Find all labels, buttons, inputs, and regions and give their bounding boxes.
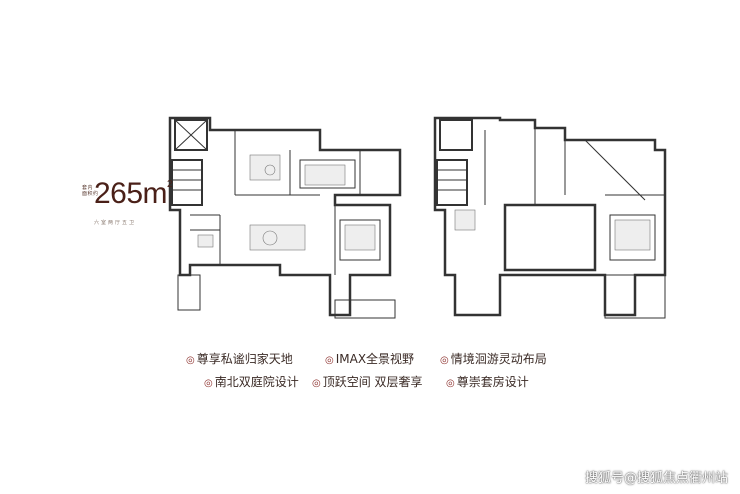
area-superscript: 2 [167,179,173,190]
ring-icon: ◎ [186,355,195,366]
ring-icon: ◎ [204,378,213,389]
feature-item: ◎尊崇套房设计 [446,373,529,390]
floor-plan-lower [168,116,402,319]
room-config: 六室两厅五卫 [94,220,137,226]
feature-item: ◎IMAX全景视野 [325,350,414,367]
feature-text: 南北双庭院设计 [214,375,299,389]
feature-text: 尊享私谧归家天地 [196,352,293,366]
ring-icon: ◎ [312,378,321,389]
feature-text: 尊崇套房设计 [456,375,529,389]
ring-icon: ◎ [440,355,449,366]
feature-item: ◎南北双庭院设计 [204,373,299,390]
area-small-label-1: 套内 [82,185,94,191]
feature-item: ◎顶跃空间 双层奢享 [312,373,423,390]
area-label: 套内 面积约 265m2 六室两厅五卫 [82,177,182,226]
area-value: 265m2 [94,177,173,211]
floor-plan-upper [433,116,667,319]
feature-text: 顶跃空间 双层奢享 [322,375,423,389]
feature-text: IMAX全景视野 [335,352,415,366]
watermark: 搜狐号@搜狐焦点衢州站 [584,471,728,486]
ring-icon: ◎ [446,378,455,389]
feature-item: ◎情境洄游灵动布局 [440,350,547,367]
ring-icon: ◎ [325,355,334,366]
feature-text: 情境洄游灵动布局 [450,352,547,366]
area-small-label-2: 面积约 [82,191,99,197]
feature-item: ◎尊享私谧归家天地 [186,350,293,367]
area-number: 265m [94,177,168,210]
